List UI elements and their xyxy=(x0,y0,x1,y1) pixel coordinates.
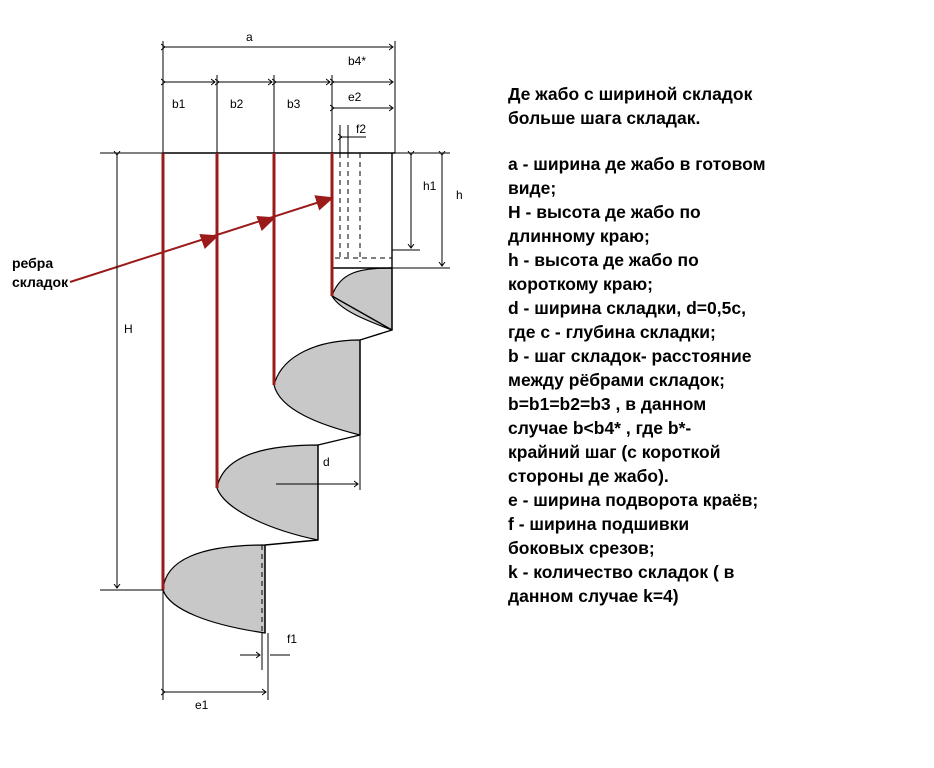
label-h: h xyxy=(456,188,463,202)
legend-items: а - ширина де жабо в готовом виде; Н - в… xyxy=(508,152,928,608)
legend-panel: Де жабо с шириной складок больше шага ск… xyxy=(508,82,928,608)
callout-line xyxy=(69,195,334,283)
pleat-shade-1 xyxy=(162,544,266,634)
legend-item: k - количество складок ( в xyxy=(508,562,735,582)
legend-item: между рёбрами складок; xyxy=(508,370,725,390)
legend-item: h - высота де жабо по xyxy=(508,250,699,270)
callout-line-2: складок xyxy=(12,274,69,290)
legend-item: стороны де жабо). xyxy=(508,466,669,486)
fold-edges xyxy=(161,153,334,590)
dimension-labels: a b4* b1 b2 b3 e2 f2 h1 h H d f1 e1 xyxy=(124,30,463,712)
pleat-shade-4 xyxy=(331,267,393,331)
legend-item: где с - глубина складки; xyxy=(508,322,716,342)
label-f1: f1 xyxy=(287,632,297,646)
legend-item: а - ширина де жабо в готовом xyxy=(508,154,766,174)
label-b3: b3 xyxy=(287,97,301,111)
callout-tick-2 xyxy=(199,233,219,249)
legend-item: данном случае k=4) xyxy=(508,586,679,606)
legend-item: крайний шаг (с короткой xyxy=(508,442,721,462)
label-d: d xyxy=(323,455,330,469)
legend-item: е - ширина подворота краёв; xyxy=(508,490,759,510)
legend-item: b=b1=b2=b3 , в данном xyxy=(508,394,707,414)
legend-title-line: больше шага складак. xyxy=(508,108,701,128)
pleat-shade-2 xyxy=(216,444,319,541)
callout-label: ребра складок xyxy=(12,255,69,290)
legend-title: Де жабо с шириной складок больше шага ск… xyxy=(508,82,928,130)
label-e1: e1 xyxy=(195,698,209,712)
legend-item: виде; xyxy=(508,178,557,198)
callout-tick-3 xyxy=(256,215,276,231)
legend-item: боковых срезов; xyxy=(508,538,655,558)
label-H: H xyxy=(124,322,133,336)
legend-item: длинному краю; xyxy=(508,226,650,246)
label-b1: b1 xyxy=(172,97,186,111)
pleat-shade-3 xyxy=(273,339,361,436)
pleat-shading xyxy=(162,267,393,634)
label-b2: b2 xyxy=(230,97,244,111)
legend-item: b - шаг складок- расстояние xyxy=(508,346,752,366)
hem-dashed-lines xyxy=(261,153,392,633)
callout-line-1: ребра xyxy=(12,255,53,271)
zigzag-edge xyxy=(264,295,393,633)
label-e2: e2 xyxy=(348,90,362,104)
legend-item: d - ширина складки, d=0,5с, xyxy=(508,298,746,318)
legend-item: Н - высота де жабо по xyxy=(508,202,701,222)
legend-item: f - ширина подшивки xyxy=(508,514,690,534)
label-b4: b4* xyxy=(348,54,366,68)
label-a: a xyxy=(246,30,253,44)
legend-item: случае b<b4* , где b*- xyxy=(508,418,692,438)
label-h1: h1 xyxy=(423,179,437,193)
dimension-lines xyxy=(100,41,450,700)
callout-arrow xyxy=(69,195,334,283)
legend-item: короткому краю; xyxy=(508,274,653,294)
legend-title-line: Де жабо с шириной складок xyxy=(508,84,753,104)
label-f2: f2 xyxy=(356,122,366,136)
